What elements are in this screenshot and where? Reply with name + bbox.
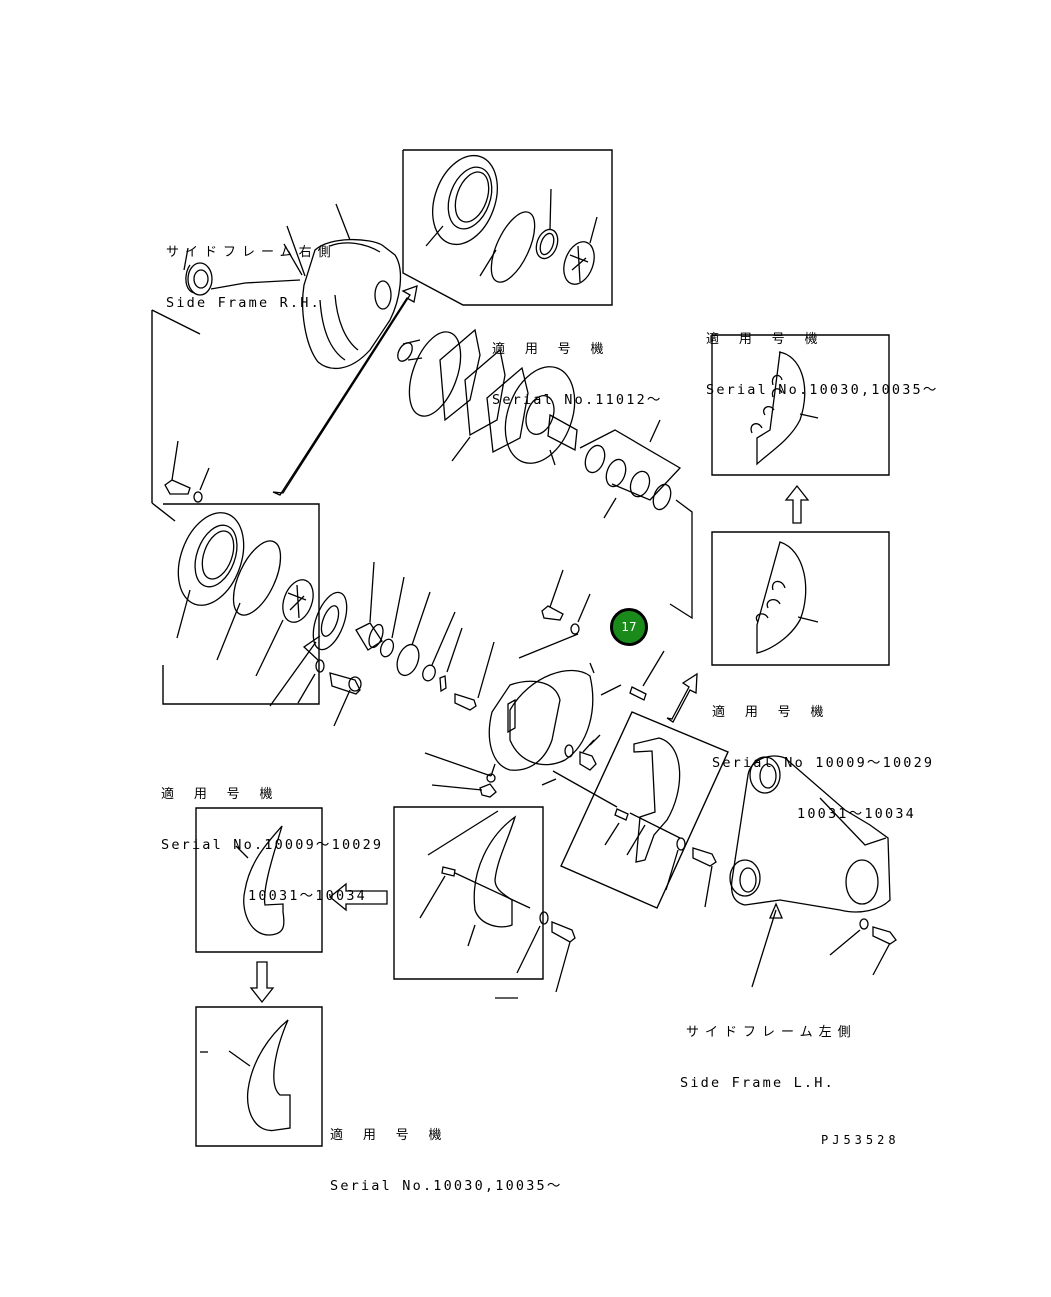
inset-center-blade bbox=[561, 712, 728, 908]
label-serial-mid-left-en2: 10031～10034 bbox=[248, 888, 367, 904]
label-serial-mid-right-en: Serial No 10009～10029 bbox=[712, 755, 935, 771]
label-serial-bottom-jp: 適 用 号 機 bbox=[330, 1128, 448, 1143]
label-serial-top-right: 適 用 号 機 Serial No.10030,10035～ bbox=[706, 297, 939, 416]
inset-left bbox=[152, 310, 353, 706]
label-side-frame-lh: サイドフレーム左側 Side Frame L.H. bbox=[680, 990, 857, 1109]
inset-lower-left-top bbox=[196, 808, 322, 952]
label-side-frame-rh: サイドフレーム右側 Side Frame R.H. bbox=[166, 210, 337, 329]
arrow-left bbox=[330, 884, 387, 910]
label-serial-mid-right-jp: 適 用 号 機 bbox=[712, 705, 830, 720]
cover-plate-assembly bbox=[425, 663, 617, 807]
drawing-number: PJ53528 bbox=[821, 1133, 900, 1147]
label-side-frame-lh-en: Side Frame L.H. bbox=[680, 1075, 835, 1091]
label-serial-mid-left-jp: 適 用 号 機 bbox=[161, 787, 279, 802]
label-serial-mid-left-en: Serial No.10009～10029 bbox=[161, 837, 384, 853]
label-serial-bottom-en: Serial No.10030,10035～ bbox=[330, 1178, 563, 1194]
label-serial-mid-left: 適 用 号 機 Serial No.10009～10029 10031～1003… bbox=[161, 752, 383, 922]
side-frame-rh-drawing bbox=[184, 204, 417, 495]
side-frame-lh-drawing bbox=[730, 756, 896, 987]
arrow-down bbox=[251, 962, 273, 1002]
label-serial-top-center: 適 用 号 機 Serial No.11012～ bbox=[492, 307, 663, 426]
center-parts-chain bbox=[165, 441, 664, 726]
label-serial-top-center-jp: 適 用 号 機 bbox=[492, 342, 610, 357]
inset-right-top bbox=[712, 335, 889, 475]
label-serial-top-center-en: Serial No.11012～ bbox=[492, 392, 663, 408]
label-serial-top-right-en: Serial No.10030,10035～ bbox=[706, 382, 939, 398]
label-serial-top-right-jp: 適 用 号 機 bbox=[706, 332, 824, 347]
label-serial-mid-right-en2: 10031～10034 bbox=[797, 806, 916, 822]
blade-fasteners bbox=[666, 838, 716, 907]
label-serial-bottom: 適 用 号 機 Serial No.10030,10035～ bbox=[330, 1093, 563, 1212]
inset-lower-center bbox=[394, 807, 575, 998]
label-serial-mid-right: 適 用 号 機 Serial No 10009～10029 10031～1003… bbox=[712, 670, 934, 840]
inset-top-center bbox=[403, 147, 612, 305]
label-side-frame-rh-jp: サイドフレーム右側 bbox=[166, 245, 337, 260]
hub-assembly bbox=[395, 325, 692, 618]
label-side-frame-rh-en: Side Frame R.H. bbox=[166, 295, 321, 311]
label-side-frame-lh-jp: サイドフレーム左側 bbox=[686, 1025, 857, 1040]
part-callout-17[interactable]: 17 bbox=[610, 608, 648, 646]
arrow-up-right bbox=[786, 486, 808, 523]
inset-right-bottom bbox=[712, 532, 889, 665]
inset-lower-left-bottom bbox=[196, 1007, 322, 1146]
arrow-diagonal bbox=[667, 674, 697, 722]
